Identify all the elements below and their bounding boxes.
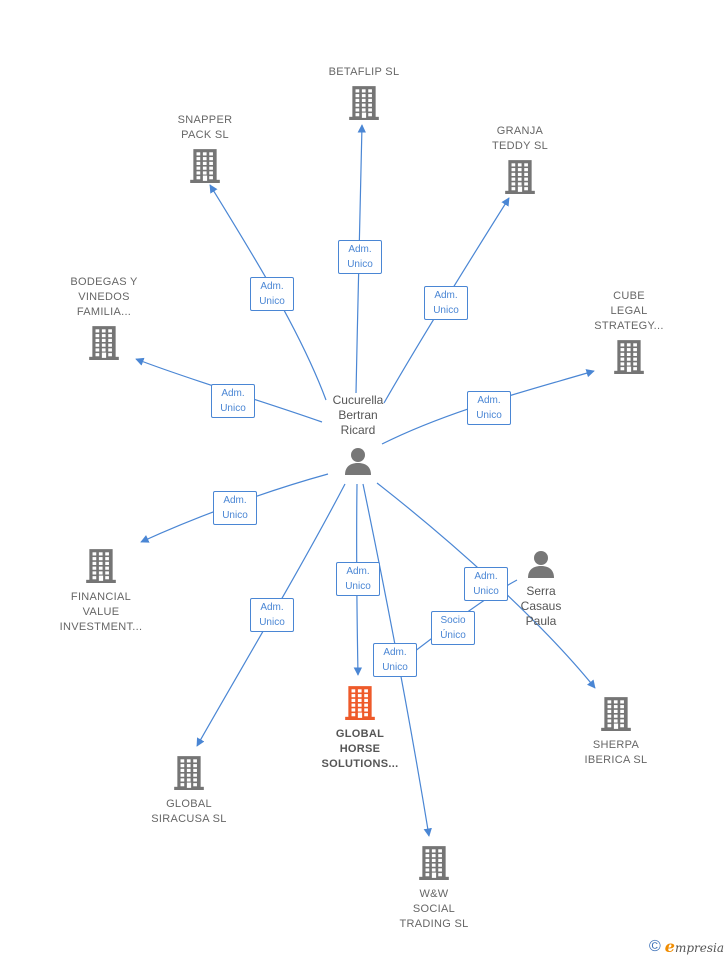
relation-label-financial[interactable]: Adm. Unico [213,491,257,525]
relation-label-cube[interactable]: Adm. Unico [467,391,511,425]
building-icon [300,684,420,725]
company-label: GLOBAL SIRACUSA SL [151,798,227,825]
building-icon [556,695,676,736]
relation-label-bodegas[interactable]: Adm. Unico [211,384,255,418]
relation-label-betaflip[interactable]: Adm. Unico [250,277,294,311]
building-icon [569,338,689,379]
company-label: FINANCIAL VALUE INVESTMENT... [59,591,143,633]
person-icon [308,446,408,481]
company-label: GLOBAL HORSE SOLUTIONS... [321,728,399,770]
building-icon [304,84,424,125]
person-label: Cucurella Bertran Ricard [332,393,384,437]
person-node-p1[interactable]: Cucurella Bertran Ricard [308,393,408,481]
person-icon [491,549,591,584]
building-icon [145,147,265,188]
company-node-bodegas[interactable]: BODEGAS Y VINEDOS FAMILIA... [44,275,164,365]
person-node-p2[interactable]: Serra Casaus Paula [491,549,591,629]
relation-label-sherpa[interactable]: Adm. Unico [464,567,508,601]
company-label: SHERPA IBERICA SL [584,739,648,766]
company-label: W&W SOCIAL TRADING SL [399,888,469,930]
empresia-brand[interactable]: © empresia [649,937,724,956]
company-node-financial[interactable]: FINANCIAL VALUE INVESTMENT... [41,547,161,635]
building-icon [44,324,164,365]
company-label: BODEGAS Y VINEDOS FAMILIA... [70,276,138,318]
company-label: CUBE LEGAL STRATEGY... [594,290,664,332]
company-node-siracusa[interactable]: GLOBAL SIRACUSA SL [129,754,249,827]
company-node-snapper[interactable]: SNAPPER PACK SL [145,113,265,188]
company-node-granja[interactable]: GRANJA TEDDY SL [460,124,580,199]
building-icon [374,844,494,885]
company-node-global_horse[interactable]: GLOBAL HORSE SOLUTIONS... [300,684,420,772]
relation-label-global_horse[interactable]: Adm. Unico [336,562,380,596]
relation-label-siracusa[interactable]: Adm. Unico [250,598,294,632]
company-node-ww[interactable]: W&W SOCIAL TRADING SL [374,844,494,932]
relation-label-granja[interactable]: Adm. Unico [424,286,468,320]
brand-logo: empresia [664,937,724,956]
company-node-sherpa[interactable]: SHERPA IBERICA SL [556,695,676,768]
copyright-icon: © [648,937,661,955]
relation-label-global_horse[interactable]: Socio Único [431,611,475,645]
company-label: GRANJA TEDDY SL [492,125,548,152]
relation-label-ww[interactable]: Adm. Unico [373,643,417,677]
company-node-cube[interactable]: CUBE LEGAL STRATEGY... [569,289,689,379]
company-node-betaflip[interactable]: BETAFLIP SL [304,65,424,125]
relation-label-snapper[interactable]: Adm. Unico [338,240,382,274]
company-label: BETAFLIP SL [328,66,400,78]
building-icon [460,158,580,199]
person-label: Serra Casaus Paula [520,584,562,628]
company-label: SNAPPER PACK SL [177,114,233,141]
building-icon [129,754,249,795]
building-icon [41,547,161,588]
